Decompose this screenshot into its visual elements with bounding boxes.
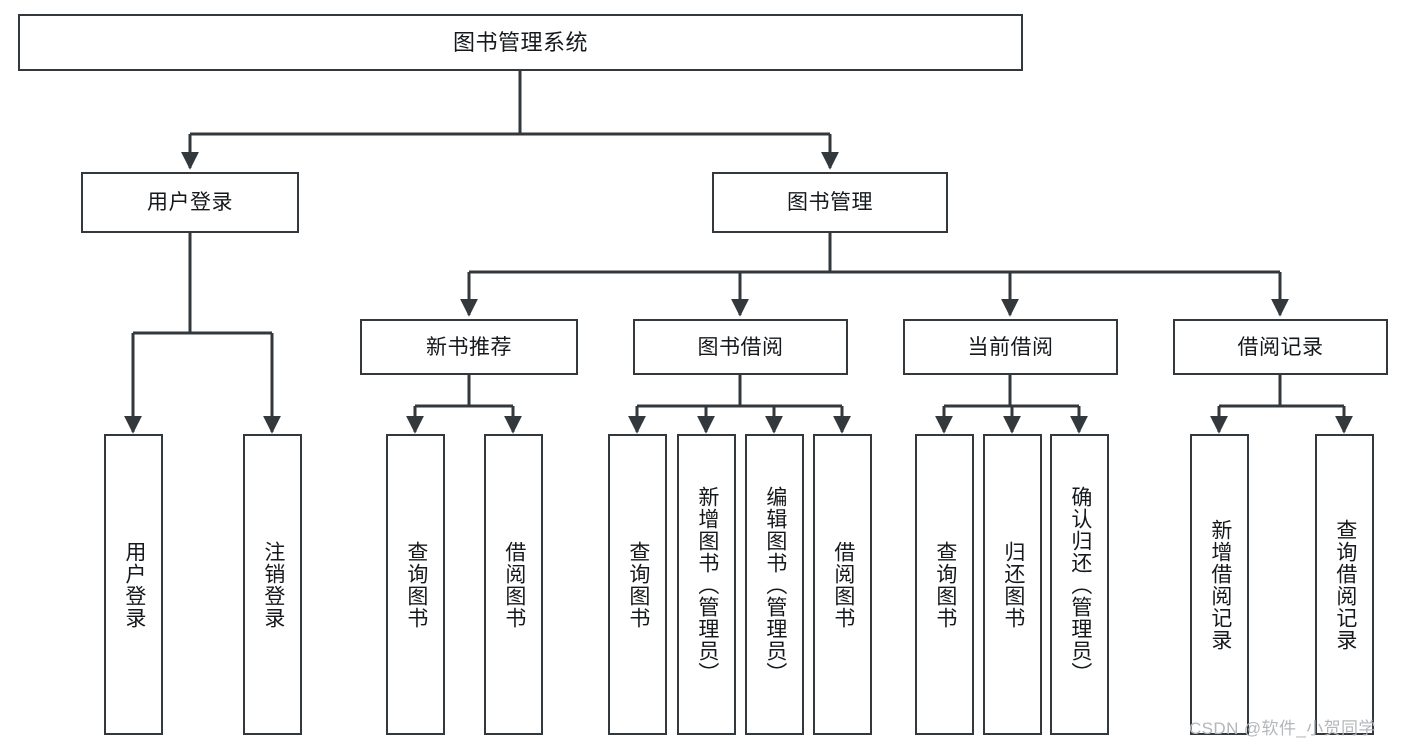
leaf-edit-book-label: 编辑图书（管理员） [763,485,787,684]
leaf-user-login-label: 用户登录 [122,540,146,629]
leaf-borrow-book-1[interactable]: 借阅图书 [484,434,543,735]
leaf-query-book-2[interactable]: 查询图书 [608,434,667,735]
leaf-add-book-label: 新增图书（管理员） [695,485,719,684]
leaf-query-borrow-record-label: 查询借阅记录 [1333,518,1357,651]
leaf-query-borrow-record[interactable]: 查询借阅记录 [1315,434,1374,735]
node-book-borrow-label: 图书借阅 [697,335,784,359]
leaf-user-login[interactable]: 用户登录 [104,434,163,735]
leaf-add-borrow-record[interactable]: 新增借阅记录 [1190,434,1249,735]
node-current-borrow-label: 当前借阅 [967,335,1054,359]
leaf-borrow-book-2[interactable]: 借阅图书 [813,434,872,735]
node-book-management[interactable]: 图书管理 [712,172,948,233]
leaf-query-book-2-label: 查询图书 [626,540,650,629]
leaf-logout-login[interactable]: 注销登录 [243,434,302,735]
leaf-return-book-label: 归还图书 [1001,540,1025,629]
leaf-confirm-return-label: 确认归还（管理员） [1068,485,1092,684]
leaf-edit-book[interactable]: 编辑图书（管理员） [745,434,804,735]
leaf-query-book-1-label: 查询图书 [404,540,428,629]
node-root[interactable]: 图书管理系统 [18,14,1023,71]
node-book-management-label: 图书管理 [787,191,873,214]
leaf-borrow-book-2-label: 借阅图书 [831,540,855,629]
node-new-book-recommend-label: 新书推荐 [426,335,512,359]
leaf-return-book[interactable]: 归还图书 [983,434,1042,735]
leaf-query-book-1[interactable]: 查询图书 [386,434,445,735]
leaf-query-book-3-label: 查询图书 [933,540,957,629]
leaf-confirm-return[interactable]: 确认归还（管理员） [1050,434,1109,735]
node-user-login[interactable]: 用户登录 [81,172,299,233]
node-current-borrow[interactable]: 当前借阅 [903,319,1118,375]
node-book-borrow[interactable]: 图书借阅 [633,319,848,375]
leaf-query-book-3[interactable]: 查询图书 [915,434,974,735]
leaf-logout-login-label: 注销登录 [261,540,285,629]
node-borrow-record[interactable]: 借阅记录 [1173,319,1388,375]
leaf-borrow-book-1-label: 借阅图书 [502,540,526,629]
leaf-add-borrow-record-label: 新增借阅记录 [1208,518,1232,651]
leaf-add-book[interactable]: 新增图书（管理员） [677,434,736,735]
node-new-book-recommend[interactable]: 新书推荐 [360,319,578,375]
watermark-text: CSDN @软件_小贺同学 [1189,719,1376,738]
node-user-login-label: 用户登录 [147,191,233,214]
node-borrow-record-label: 借阅记录 [1237,335,1324,359]
node-root-label: 图书管理系统 [452,29,588,55]
